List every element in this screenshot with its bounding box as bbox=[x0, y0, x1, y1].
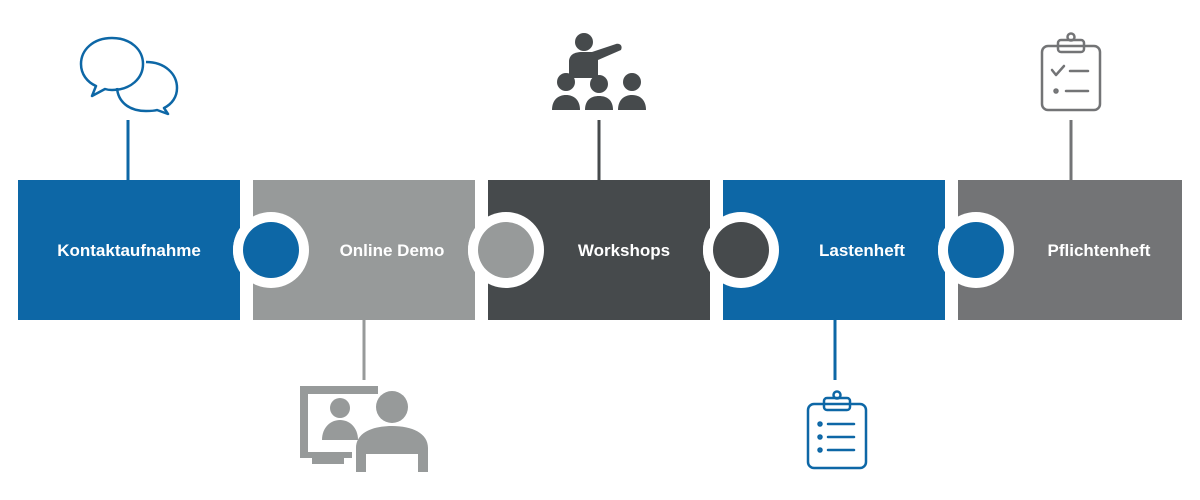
clipboard-checklist-icon bbox=[1040, 32, 1102, 112]
step-label-online-demo: Online Demo bbox=[340, 241, 445, 260]
step-pflichtenheft: Pflichtenheft bbox=[938, 180, 1182, 320]
chat-bubbles-icon bbox=[79, 36, 179, 116]
step-label-pflichtenheft: Pflichtenheft bbox=[1048, 241, 1151, 260]
presenter-audience-icon bbox=[552, 33, 646, 110]
puzzle-strip: Kontaktaufnahme Online Demo Work bbox=[18, 180, 1182, 320]
piece-4-socket-knob bbox=[713, 222, 769, 278]
piece-5-socket-knob bbox=[948, 222, 1004, 278]
clipboard-list-icon bbox=[806, 390, 868, 470]
piece-3-socket-knob bbox=[478, 222, 534, 278]
step-label-workshops: Workshops bbox=[578, 241, 670, 260]
piece-1-body bbox=[18, 180, 240, 320]
video-call-icon bbox=[300, 386, 428, 472]
piece-2-socket-knob bbox=[243, 222, 299, 278]
connector-lines bbox=[126, 120, 1073, 380]
step-label-lastenheft: Lastenheft bbox=[819, 241, 905, 260]
step-label-kontaktaufnahme: Kontaktaufnahme bbox=[57, 241, 201, 260]
